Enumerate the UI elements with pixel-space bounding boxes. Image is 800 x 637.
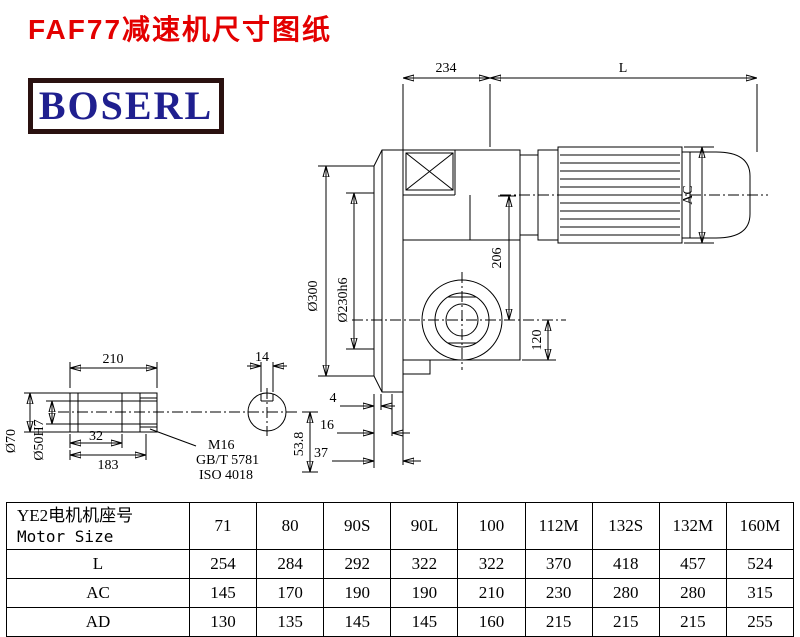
boserl-logo: BOSERL [28, 78, 224, 134]
table-cell: 215 [658, 607, 727, 637]
column-header: 90L [390, 502, 459, 550]
column-header: 132S [591, 502, 660, 550]
ac-dimension: AC [681, 146, 714, 244]
logo-text: BOSERL [38, 83, 214, 128]
thread-spec-label: M16 [208, 438, 234, 453]
standard-iso-label: ISO 4018 [199, 468, 253, 483]
table-cell: 210 [457, 578, 526, 608]
table-cell: 280 [591, 578, 660, 608]
dim-dia300-label: Ø300 [306, 280, 321, 311]
table-cell: 255 [725, 607, 795, 637]
shaft-detail-view: 210 32 183 Ø70 Ø50H7 14 [4, 350, 300, 483]
table-cell: 292 [323, 549, 392, 579]
table-cell: 280 [658, 578, 727, 608]
table-cell: 160 [457, 607, 526, 637]
table-cell: 215 [591, 607, 660, 637]
dim-183-label: 183 [98, 458, 119, 473]
motor-view [500, 146, 768, 244]
table-cell: 254 [188, 549, 258, 579]
table-cell: 284 [256, 549, 325, 579]
dim-234-label: 234 [436, 61, 457, 76]
dim-120: 120 [522, 320, 556, 361]
table-cell: 315 [725, 578, 795, 608]
dim-dia230-label: Ø230h6 [336, 277, 351, 322]
motor-size-table: YE2电机机座号 Motor Size 71 80 90S 90L 100 11… [6, 502, 795, 637]
column-header: 80 [256, 502, 325, 550]
page-title: FAF77减速机尺寸图纸 [28, 14, 333, 45]
dim-32-label: 32 [89, 429, 103, 444]
dia-300-dimension: Ø300 [306, 165, 374, 377]
table-cell: 190 [323, 578, 392, 608]
dim-16-label: 16 [320, 418, 334, 433]
column-header: 71 [188, 502, 258, 550]
table-cell: 524 [725, 549, 795, 579]
row-label: AC [6, 578, 190, 608]
table-row-L: L 254 284 292 322 322 370 418 457 524 [6, 549, 795, 579]
column-header: 132M [658, 502, 727, 550]
column-header: 90S [323, 502, 392, 550]
dim-4-label: 4 [330, 391, 337, 406]
top-dimensions: 234 L [402, 61, 758, 152]
table-cell: 230 [524, 578, 593, 608]
dim-14-label: 14 [255, 350, 269, 365]
table-cell: 418 [591, 549, 660, 579]
table-cell: 322 [457, 549, 526, 579]
table-cell: 370 [524, 549, 593, 579]
table-header-cn: YE2电机机座号 [17, 506, 134, 526]
dim-210-label: 210 [103, 352, 124, 367]
row-label: L [6, 549, 190, 579]
dim-37-label: 37 [314, 446, 328, 461]
table-row-AC: AC 145 170 190 190 210 230 280 280 315 [6, 578, 795, 608]
dimension-drawing: 234 L [4, 61, 768, 483]
table-cell: 145 [390, 607, 459, 637]
dim-AC-label: AC [681, 185, 696, 204]
standard-gb-label: GB/T 5781 [196, 453, 259, 468]
column-header: 160M [725, 502, 795, 550]
table-cell: 170 [256, 578, 325, 608]
column-header: 100 [457, 502, 526, 550]
dim-206-label: 206 [490, 248, 505, 269]
column-header: 112M [524, 502, 593, 550]
dim-206: 206 [490, 195, 516, 320]
table-cell: 457 [658, 549, 727, 579]
table-cell: 190 [390, 578, 459, 608]
dim-53-8-label: 53.8 [292, 432, 307, 457]
table-cell: 145 [188, 578, 258, 608]
table-header-row: YE2电机机座号 Motor Size 71 80 90S 90L 100 11… [6, 502, 795, 550]
table-header-en: Motor Size [17, 526, 114, 546]
table-cell: 135 [256, 607, 325, 637]
table-cell: 215 [524, 607, 593, 637]
table-corner-header: YE2电机机座号 Motor Size [6, 502, 190, 550]
dim-L-label: L [619, 61, 628, 76]
table-row-AD: AD 130 135 145 145 160 215 215 215 255 [6, 607, 795, 637]
dia-230-dimension: Ø230h6 [336, 192, 374, 350]
table-cell: 322 [390, 549, 459, 579]
table-cell: 145 [323, 607, 392, 637]
output-flange-view [373, 149, 404, 393]
dim-dia70-label: Ø70 [4, 429, 19, 453]
dim-120-label: 120 [530, 330, 545, 351]
dim-dia50-label: Ø50H7 [32, 419, 47, 460]
table-cell: 130 [188, 607, 258, 637]
row-label: AD [6, 607, 190, 637]
bottom-dimensions: 4 16 37 53.8 [292, 376, 421, 473]
gearbox-view [352, 149, 566, 375]
